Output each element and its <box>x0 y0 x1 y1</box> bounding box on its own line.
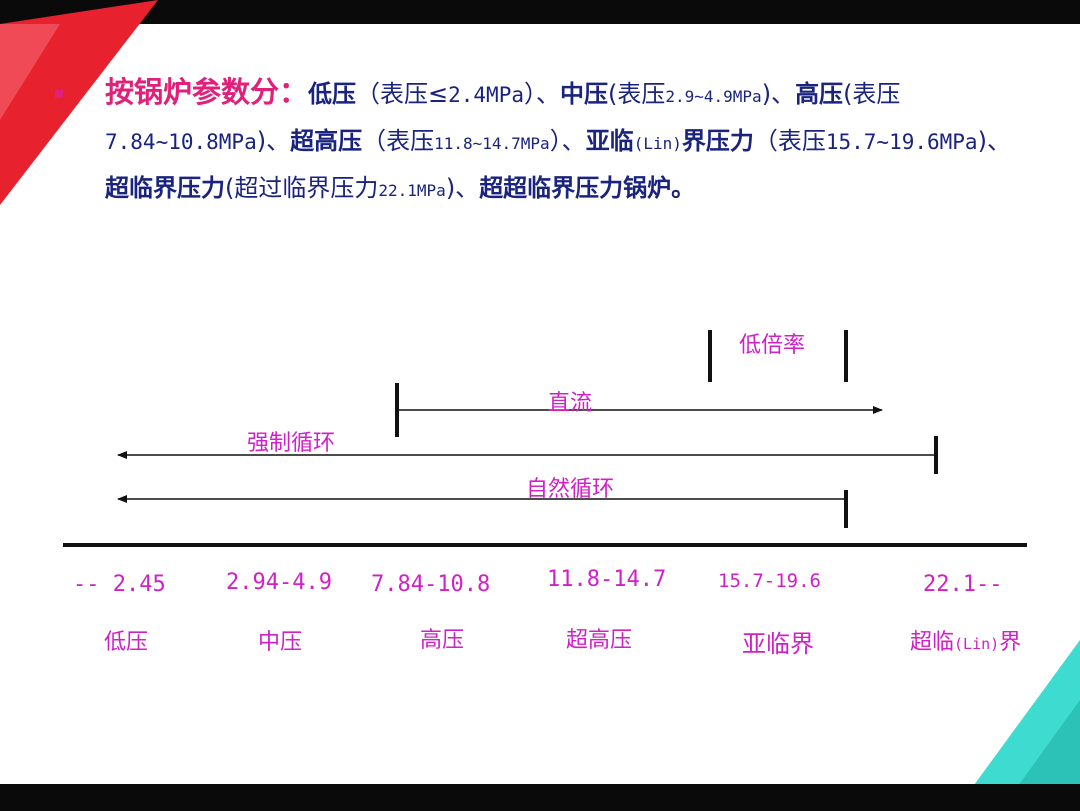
text-segment: ）、 <box>523 80 560 108</box>
pressure-name: 超高压 <box>566 628 633 653</box>
paragraph-lead: 按锅炉参数分： <box>105 75 309 109</box>
term-supercritical: 超临界压力 <box>105 174 225 202</box>
pressure-value: 15.7-19.6 <box>718 570 821 592</box>
bullet-marker <box>55 90 63 98</box>
pressure-name-part: 界 <box>999 630 1022 655</box>
pressure-name: 中压 <box>258 630 303 655</box>
text-segment: )、 <box>256 127 291 155</box>
forced-circulation-label: 强制循环 <box>247 431 336 456</box>
term-low-pressure: 低压 <box>308 80 357 108</box>
value-segment: 2.4MPa <box>448 83 524 107</box>
term-medium-pressure: 中压 <box>559 80 608 108</box>
term-subcritical-end: 界压力 <box>681 127 754 155</box>
pressure-value: 22.1-- <box>923 572 1003 597</box>
text-segment: )、 <box>445 174 480 202</box>
text-segment: )、 <box>761 80 796 108</box>
text-segment: (表压 <box>607 80 666 108</box>
pressure-name-part: 超临 <box>910 630 955 655</box>
value-segment: 15.7~19.6MPa <box>825 130 978 154</box>
text-segment: (超过临界压力 <box>225 174 379 202</box>
pressure-name: 高压 <box>420 628 465 653</box>
teal-corner-shade <box>1000 700 1080 811</box>
term-ultra-high-pressure: 超高压 <box>290 127 363 155</box>
value-segment: 7.84~10.8MPa <box>105 130 257 154</box>
pressure-value: -- 2.45 <box>73 572 166 597</box>
value-segment: 11.8~14.7MPa <box>434 134 550 153</box>
text-segment: ）、 <box>549 127 586 155</box>
pressure-value: 2.94-4.9 <box>226 570 332 595</box>
value-segment: 2.9~4.9MPa <box>665 87 762 106</box>
pinyin-note: (Lin) <box>954 635 1000 653</box>
top-bar <box>0 0 1080 24</box>
value-segment: 22.1MPa <box>378 181 446 200</box>
natural-circulation-label: 自然循环 <box>526 477 615 502</box>
pressure-value: 7.84-10.8 <box>371 572 491 597</box>
term-high-pressure: 高压 <box>795 80 844 108</box>
pinyin-note: (Lin) <box>633 134 682 153</box>
term-ultra-supercritical: 超超临界压力锅炉。 <box>479 174 696 202</box>
text-segment: （表压≤ <box>356 80 449 108</box>
bottom-bar <box>0 784 1080 811</box>
text-segment: )、 <box>977 127 1011 155</box>
red-corner-highlight <box>0 24 60 120</box>
text-segment: (表压 <box>843 80 901 108</box>
classification-paragraph: 按锅炉参数分：低压（表压≤2.4MPa）、中压(表压2.9~4.9MPa)、高压… <box>105 70 1030 213</box>
once-through-label: 直流 <box>548 391 593 416</box>
pressure-name-supercritical: 超临(Lin)界 <box>910 624 1021 656</box>
low-ratio-label: 低倍率 <box>739 333 806 358</box>
text-segment: （表压 <box>362 127 435 155</box>
pressure-name: 低压 <box>104 630 149 655</box>
term-subcritical: 亚临 <box>585 127 634 155</box>
text-segment: （表压 <box>753 127 826 155</box>
pressure-value: 11.8-14.7 <box>547 567 667 592</box>
pressure-name: 亚临界 <box>742 630 814 658</box>
